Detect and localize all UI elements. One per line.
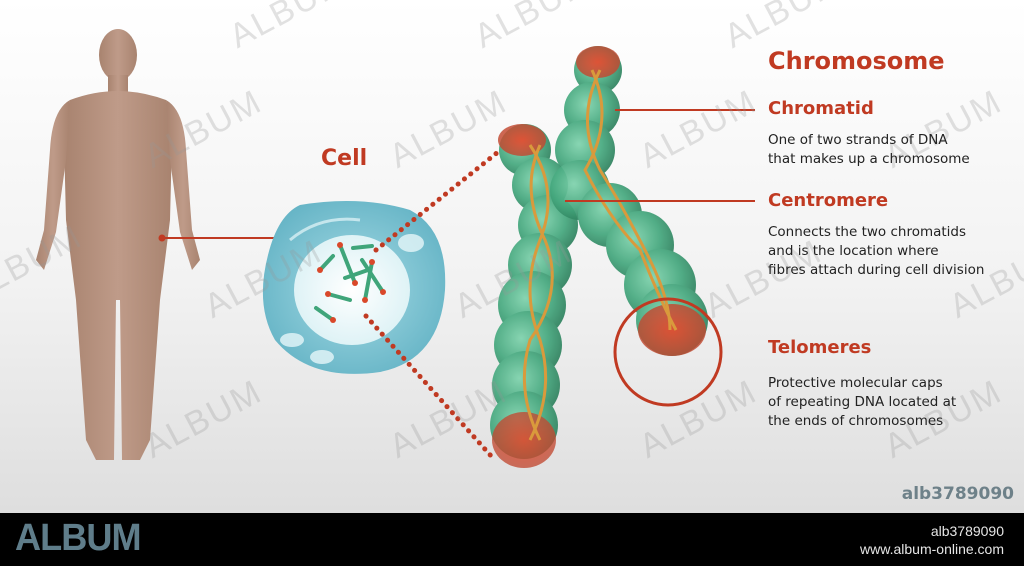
description-line: that makes up a chromosome [768,151,970,167]
footer-bar: ALBUM alb3789090 www.album-online.com [0,513,1024,566]
diagram-canvas: ALBUM ALBUM ALBUM ALBUM ALBUM ALBUM ALBU… [0,0,1024,513]
term-chromatid-description: One of two strands of DNA that makes up … [768,131,970,169]
description-line: and is the location where [768,243,939,259]
diagram-title: Chromosome [768,47,945,75]
human-body-figure [36,29,200,460]
term-centromere-description: Connects the two chromatids and is the l… [768,223,984,280]
telomere-highlight-circle [613,297,723,407]
term-telomeres-description: Protective molecular caps of repeating D… [768,374,956,431]
image-id-overlay: alb3789090 [901,484,1014,504]
diagram-illustration [36,29,755,468]
description-line: the ends of chromosomes [768,413,944,429]
zoom-line-top [373,149,501,253]
description-line: Connects the two chromatids [768,224,967,240]
cell-illustration [262,201,446,374]
description-line: fibres attach during cell division [768,262,985,278]
footer-image-id: alb3789090 [930,523,1004,539]
zoom-line-bottom [363,313,495,460]
footer-url-link[interactable]: www.album-online.com [860,541,1004,557]
album-logo[interactable]: ALBUM [15,517,142,559]
term-telomeres-heading: Telomeres [768,337,872,358]
cell-label: Cell [321,146,368,171]
term-centromere-heading: Centromere [768,190,889,211]
description-line: One of two strands of DNA [768,132,948,148]
term-chromatid-heading: Chromatid [768,98,874,119]
description-line: Protective molecular caps [768,375,943,391]
description-line: of repeating DNA located at [768,394,957,410]
